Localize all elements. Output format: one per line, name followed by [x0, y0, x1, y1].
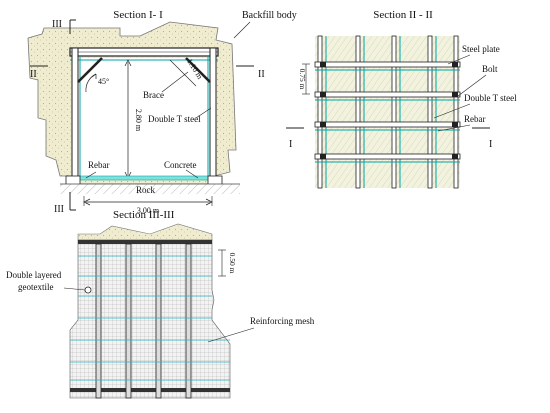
diag-dimension-line [169, 59, 197, 87]
geotextile-label-line2: geotextile [18, 282, 54, 292]
steel-plate-label: Steel plate [462, 44, 500, 54]
steel-plate-leader [447, 54, 471, 65]
double-t-leader-2 [433, 103, 471, 119]
bolt-group [320, 62, 458, 159]
reinforcing-mesh-label: Reinforcing mesh [250, 316, 315, 326]
geotextile-bottom-band [70, 388, 230, 392]
rebar-leader-2 [437, 124, 471, 132]
section-3: Section III-III 0.50 m [6, 209, 315, 399]
backfill-label: Backfill body [242, 10, 297, 21]
double-t-label-1: Double T steel [148, 114, 201, 124]
section-3-top-backfill [77, 223, 213, 241]
horizontal-plate-group [314, 61, 461, 160]
left-brace [77, 57, 103, 83]
vertical-rebar-group [325, 36, 437, 188]
spacing-label-2: 0.75 m [298, 69, 307, 90]
cut-ii-left-label: II [30, 69, 37, 80]
cut-ii-right-label: II [258, 69, 265, 80]
section-3-horizontal-rebar-group [70, 255, 230, 381]
tunnel-cavity [76, 58, 214, 178]
section-3-title: Section III-III [113, 209, 175, 221]
width-label: 3.00 m [137, 206, 160, 215]
geotextile-label-line1: Double layered [6, 270, 62, 280]
double-t-label-2: Double T steel [464, 93, 517, 103]
section-2-panel [315, 36, 460, 188]
brace-leader [161, 71, 189, 93]
double-t-leader-1 [195, 107, 212, 119]
vertical-steel-group [317, 35, 459, 189]
backfill-leader [233, 21, 251, 39]
right-double-t-steel [209, 47, 217, 183]
concrete-footing [77, 175, 211, 181]
geotextile-top-band [78, 240, 212, 244]
section-2: Section II - II [286, 9, 517, 189]
rebar-label-2: Rebar [464, 114, 486, 124]
height-label: 2.80 m [134, 109, 143, 132]
angle-label: 45° [98, 77, 109, 86]
brace-label: Brace [143, 90, 164, 100]
rebar-label-1: Rebar [88, 160, 110, 170]
concrete-label: Concrete [164, 160, 196, 170]
cut-iii-bottom-label: III [54, 204, 64, 215]
cut-iii-top-label: III [52, 19, 62, 30]
section-2-title: Section II - II [373, 9, 433, 21]
rock-label: Rock [136, 185, 155, 195]
geotextile-leader [63, 287, 86, 291]
cut-i-right-label: I [489, 139, 492, 150]
rock-layer [60, 184, 240, 194]
geotextile-marker [84, 286, 92, 294]
spacing-label-3: 0.50 m [228, 253, 237, 274]
section-3-vertical-steel-group [95, 243, 192, 399]
reinforcing-mesh-panel [69, 239, 231, 399]
rebar-leader-1 [85, 171, 97, 179]
left-double-t-steel [71, 47, 79, 183]
section-1: Section I- I 45° 1.10 m 2.80 m Brace Dou… [27, 9, 297, 215]
concrete-leader [185, 169, 199, 179]
bolt-label: Bolt [482, 64, 498, 74]
right-brace [185, 57, 211, 83]
reinforcing-mesh-leader [207, 327, 255, 343]
section-1-title: Section I- I [113, 9, 163, 21]
horizontal-rebar-group [315, 69, 460, 163]
bolt-leader [457, 74, 487, 97]
cut-i-left-label: I [289, 139, 292, 150]
